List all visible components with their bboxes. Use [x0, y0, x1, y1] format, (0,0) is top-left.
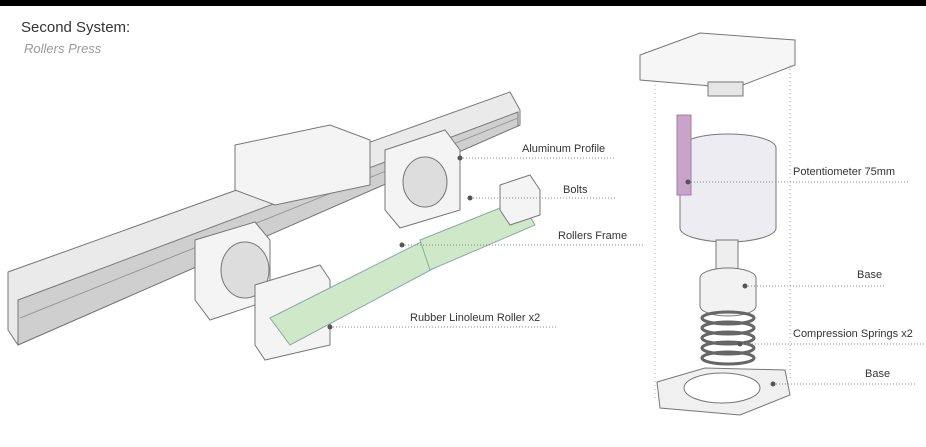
label-base-top: Base: [857, 269, 883, 281]
label-potentiometer: Potentiometer 75mm: [793, 166, 896, 178]
label-rollers-frame: Rollers Frame: [558, 230, 628, 242]
label-aluminum-profile: Aluminum Profile: [522, 143, 606, 155]
label-rubber-roller: Rubber Linoleum Roller x2: [410, 312, 541, 324]
carriage: [234, 124, 371, 206]
top-bar: [0, 0, 926, 6]
cylinder: [679, 133, 777, 243]
base-collar: [699, 267, 757, 317]
potentiometer-assembly: [639, 32, 796, 416]
leader-lines: [330, 157, 925, 385]
diagram-title: Second System:: [21, 19, 131, 36]
potentiometer-bar: [676, 114, 692, 196]
label-bolts: Bolts: [563, 184, 588, 196]
frame-end: [499, 174, 541, 226]
rollers-press-assembly: [7, 91, 541, 361]
guide-lines: [654, 65, 791, 400]
diagram-subtitle: Rollers Press: [24, 41, 102, 56]
spring: [700, 310, 756, 366]
top-plate: [639, 32, 796, 89]
leader-dots: [327, 155, 776, 387]
label-base-bottom: Base: [865, 368, 891, 380]
label-compression-springs: Compression Springs x2: [793, 328, 913, 340]
